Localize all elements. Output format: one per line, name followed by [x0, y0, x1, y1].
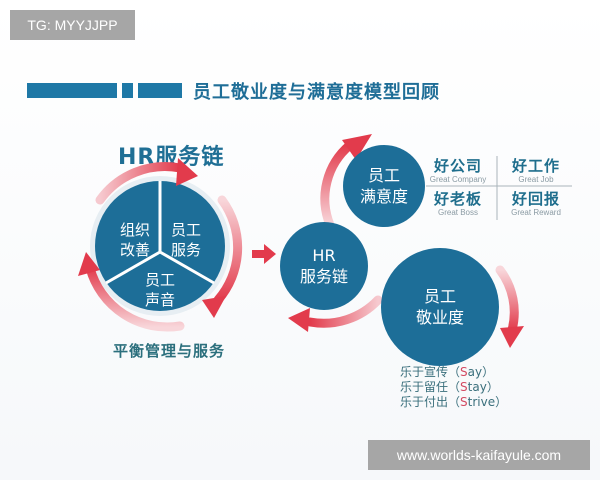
cycle-arrow-right — [213, 195, 243, 305]
balance-caption: 平衡管理与服务 — [113, 342, 226, 360]
behavior-say: 乐于宣传（Say） — [400, 365, 495, 379]
header-title: 员工敬业度与满意度模型回顾 — [193, 82, 440, 103]
arrowhead-to-satisfaction — [342, 134, 372, 160]
grid-great-company: 好公司 Great Company — [429, 157, 487, 184]
cycle-arrow-left — [85, 263, 185, 332]
arrowhead-to-engagement-list — [500, 326, 524, 348]
behavior-stay: 乐于留任（Stay） — [400, 380, 499, 394]
engagement-behaviors-list: 乐于宣传（Say） 乐于留任（Stay） 乐于付出（Strive） — [400, 365, 507, 410]
transition-arrowhead — [264, 244, 276, 264]
transition-arrow-shaft — [252, 250, 266, 258]
cycle-arrowhead-right — [202, 296, 226, 318]
segment-org-improvement: 组织 改善 — [119, 221, 150, 259]
segment-employee-voice: 员工 声音 — [144, 271, 175, 309]
arrow-to-satisfaction — [320, 140, 355, 230]
segment-employee-service: 员工 服务 — [170, 221, 201, 259]
employee-engagement-circle: 员工 敬业度 — [381, 248, 499, 366]
arrow-to-hr — [305, 295, 383, 328]
watermark-bottom-right: www.worlds-kaifayule.com — [368, 440, 590, 470]
arrow-to-engagement-list — [495, 265, 519, 335]
arrowhead-to-hr — [288, 308, 310, 332]
behavior-strive: 乐于付出（Strive） — [400, 395, 508, 409]
employee-satisfaction-circle: 员工 满意度 — [343, 145, 425, 227]
hr-service-chain-circle: HR 服务链 — [280, 222, 368, 310]
cycle-arrowhead-left — [78, 252, 100, 276]
header-bar-short — [122, 83, 133, 98]
grid-great-job: 好工作 Great Job — [511, 157, 560, 184]
cycle-arrow-top — [95, 162, 185, 205]
grid-great-reward: 好回报 Great Reward — [511, 190, 561, 217]
cycle-arrowhead-top — [176, 158, 198, 186]
header-bar-medium — [138, 83, 182, 98]
watermark-top-left: TG: MYYJJPP — [10, 10, 135, 40]
grid-great-boss: 好老板 Great Boss — [433, 190, 482, 217]
header-bar-long — [27, 83, 117, 98]
